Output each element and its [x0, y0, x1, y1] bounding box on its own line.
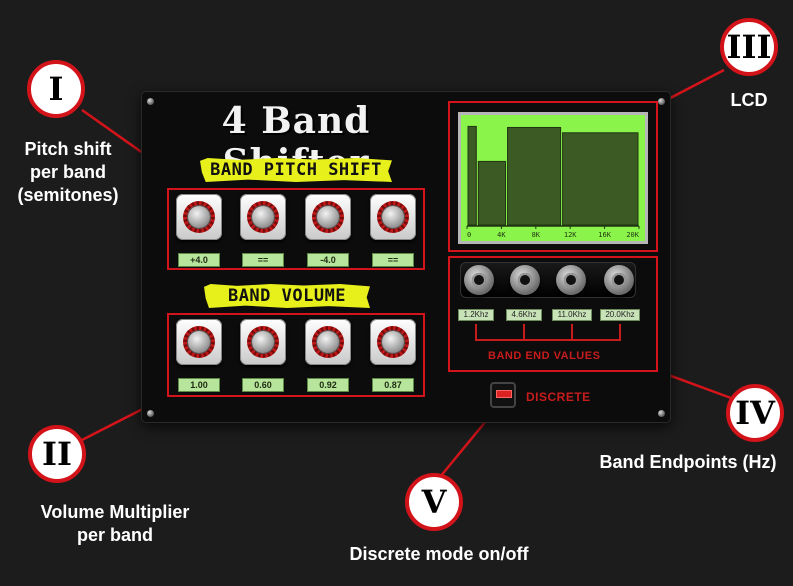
- pitch-section-label: BAND PITCH SHIFT: [200, 158, 392, 182]
- endpoint-knob-4[interactable]: [604, 265, 634, 295]
- screw: [658, 410, 665, 417]
- discrete-toggle[interactable]: [490, 382, 516, 408]
- discrete-label: DISCRETE: [526, 390, 591, 404]
- endpoint-knob-1[interactable]: [464, 265, 494, 295]
- screw: [658, 98, 665, 105]
- callout-1-line-2: per band: [29, 162, 106, 182]
- lcd-tick-label: 4K: [497, 231, 506, 239]
- endpoint-knob-2[interactable]: [510, 265, 540, 295]
- pitch-value-1[interactable]: +4.0: [178, 253, 220, 267]
- endpoint-value-1[interactable]: 1.2Khz: [458, 309, 494, 321]
- pitch-value-3[interactable]: -4.0: [307, 253, 349, 267]
- lcd-band-bar-3: [507, 126, 562, 226]
- lcd-band-bar-4: [562, 132, 639, 226]
- callout-circle-1: I: [27, 60, 85, 118]
- lcd-screen: 0 4K 8K 12K 16K 20K: [458, 112, 648, 244]
- pitch-knob-2[interactable]: [240, 194, 286, 240]
- volume-knob-2[interactable]: [240, 319, 286, 365]
- pitch-knob-1[interactable]: [176, 194, 222, 240]
- volume-value-3[interactable]: 0.92: [307, 378, 349, 392]
- callout-caption-3: LCD: [714, 89, 784, 112]
- lcd-tick-label: 20K: [626, 231, 639, 239]
- volume-knob-4[interactable]: [370, 319, 416, 365]
- volume-knob-group: [167, 313, 425, 397]
- callout-circle-3: III: [720, 18, 778, 76]
- endpoint-value-2[interactable]: 4.6Khz: [506, 309, 542, 321]
- lcd-tick-label: 0: [467, 231, 471, 239]
- lcd-tick-label: 12K: [564, 231, 577, 239]
- endpoint-group: [448, 256, 658, 372]
- callout-caption-4: Band Endpoints (Hz): [585, 451, 791, 474]
- callout-caption-5: Discrete mode on/off: [320, 543, 558, 566]
- toggle-led-icon: [496, 390, 512, 398]
- volume-value-1[interactable]: 1.00: [178, 378, 220, 392]
- callout-1-line-1: Pitch shift: [24, 139, 112, 159]
- callout-3-line-1: LCD: [730, 90, 768, 110]
- volume-knob-1[interactable]: [176, 319, 222, 365]
- lcd-band-bar-1: [467, 125, 477, 226]
- endpoint-knob-3[interactable]: [556, 265, 586, 295]
- endpoint-bracket: [475, 324, 621, 341]
- callout-1-line-3: (semitones): [17, 185, 119, 205]
- pitch-value-4[interactable]: ==: [372, 253, 414, 267]
- band-end-label: BAND END VALUES: [488, 350, 601, 362]
- callout-5-line-1: Discrete mode on/off: [349, 544, 529, 564]
- volume-section-label: BAND VOLUME: [204, 284, 370, 308]
- pitch-knob-3[interactable]: [305, 194, 351, 240]
- callout-2-line-1: Volume Multiplier: [40, 502, 190, 522]
- callout-circle-4: IV: [726, 384, 784, 442]
- lcd-frame: [448, 101, 658, 252]
- endpoint-value-4[interactable]: 20.0Khz: [600, 309, 640, 321]
- lcd-band-bar-2: [477, 160, 507, 226]
- endpoint-value-3[interactable]: 11.0Khz: [552, 309, 592, 321]
- pitch-value-2[interactable]: ==: [242, 253, 284, 267]
- lcd-tick-label: 8K: [532, 231, 541, 239]
- callout-circle-5: V: [405, 473, 463, 531]
- lcd-display: 0 4K 8K 12K 16K 20K: [466, 125, 640, 239]
- volume-value-4[interactable]: 0.87: [372, 378, 414, 392]
- callout-caption-1: Pitch shift per band (semitones): [4, 138, 132, 207]
- callout-4-line-1: Band Endpoints (Hz): [599, 452, 777, 472]
- screw: [147, 410, 154, 417]
- volume-value-2[interactable]: 0.60: [242, 378, 284, 392]
- callout-circle-2: II: [28, 425, 86, 483]
- pitch-knob-group: [167, 188, 425, 270]
- plugin-panel: 4 Band Shifter BAND PITCH SHIFT +4.0 == …: [142, 92, 670, 422]
- volume-knob-3[interactable]: [305, 319, 351, 365]
- callout-caption-2: Volume Multiplier per band: [10, 501, 220, 547]
- lcd-tick-label: 16K: [598, 231, 611, 239]
- callout-2-line-2: per band: [76, 525, 153, 545]
- screw: [147, 98, 154, 105]
- pitch-knob-4[interactable]: [370, 194, 416, 240]
